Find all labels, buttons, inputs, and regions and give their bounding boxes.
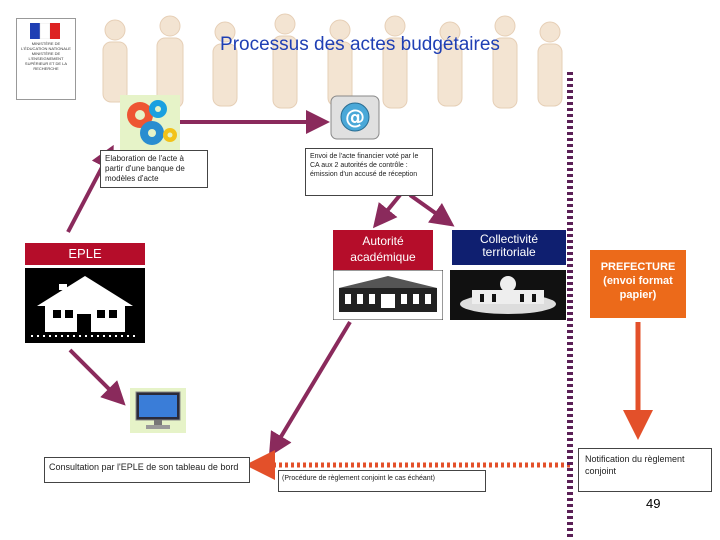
school-building-icon [25, 268, 145, 343]
academy-building-icon [333, 270, 443, 320]
ministry-logo: MINISTÈRE DE L'ÉDUCATION NATIONALE MINIS… [16, 18, 76, 100]
town-hall-icon [450, 270, 566, 320]
arrow-autorite-to-consultation [268, 320, 352, 457]
at-sign-icon: @ [330, 95, 380, 140]
collectivite-label: Collectivité territoriale [452, 230, 566, 265]
page-number: 49 [646, 496, 661, 511]
background-silhouettes [102, 13, 563, 109]
svg-text:@: @ [345, 105, 365, 129]
arrow-envoi-to-collectivite [408, 193, 455, 227]
consultation-step: Consultation par l'EPLE de son tableau d… [44, 457, 250, 483]
eple-label: EPLE [25, 243, 145, 265]
autorite-label: Autorité académique [333, 230, 433, 271]
envoi-step: Envoi de l'acte financier voté par le CA… [305, 148, 433, 196]
procedure-note: (Procédure de règlement conjoint le cas … [278, 470, 486, 492]
arrow-envoi-to-autorite [372, 193, 402, 229]
republic-flag-icon [30, 23, 60, 39]
arrow-eple-to-monitor [68, 348, 126, 406]
prefecture-label: PREFECTURE (envoi format papier) [590, 250, 686, 318]
gears-icon [120, 95, 180, 150]
notification-step: Notification du règlement conjoint [578, 448, 712, 492]
page-title: Processus des actes budgétaires [220, 34, 500, 55]
computer-monitor-icon [130, 388, 186, 433]
logo-caption: MINISTÈRE DE L'ÉDUCATION NATIONALE MINIS… [21, 41, 71, 71]
elaboration-step: Elaboration de l'acte à partir d'une ban… [100, 150, 208, 188]
